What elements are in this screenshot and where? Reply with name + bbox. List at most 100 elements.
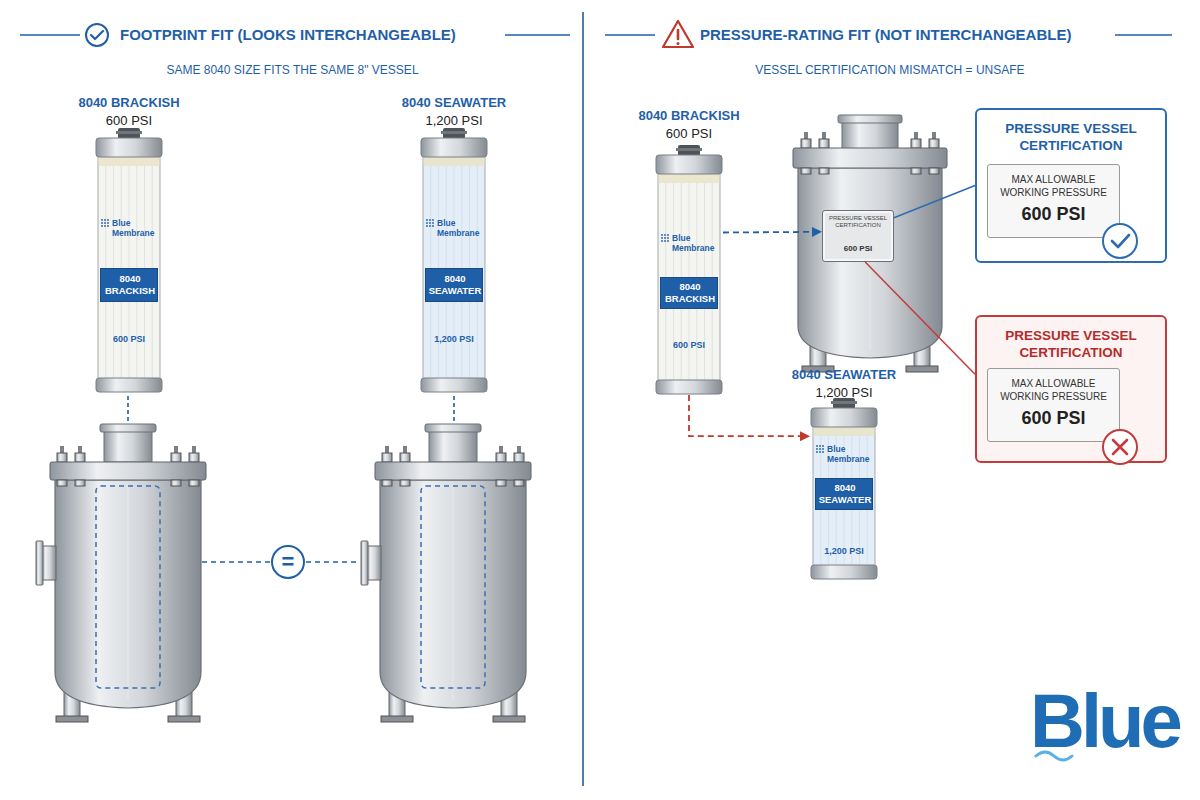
- panel-subtitle: VESSEL CERTIFICATION MISMATCH = UNSAFE: [600, 63, 1180, 77]
- membrane-outline: [426, 219, 428, 221]
- membrane-outline: [676, 148, 702, 151]
- spec-caption: MAX ALLOWABLE WORKING PRESSURE: [988, 173, 1119, 199]
- pressure-heading: 1,200 PSI: [370, 113, 538, 129]
- pressure-rating: 600 PSI: [95, 334, 163, 345]
- pressure-vessel: [870, 270, 871, 350]
- heading-rule: [505, 34, 570, 36]
- pressure-vessel: [906, 366, 938, 372]
- membrane-outline: [667, 234, 669, 236]
- membrane-outline: [816, 445, 818, 447]
- brand-mark: Blue Membrane: [437, 218, 481, 238]
- brand-logo: Blue: [1030, 683, 1179, 759]
- model-heading: 8040 SEAWATER: [760, 367, 928, 383]
- membrane-outline: [101, 222, 103, 224]
- logo-wave: [1036, 752, 1072, 760]
- model-band-text: 8040 SEAWATER: [816, 482, 874, 506]
- pressure-vessel: [929, 168, 939, 174]
- equals-symbol: =: [271, 545, 305, 579]
- pressure-vessel: [56, 716, 88, 722]
- membrane-element: 8040 BRACKISH600 PSIBlue Membrane600 PSI…: [95, 128, 163, 393]
- membrane-outline: [429, 219, 431, 221]
- connector-line: [689, 395, 802, 436]
- warning-icon: [663, 21, 693, 47]
- cross-badge: [1103, 430, 1137, 464]
- model-band-text: 8040 SEAWATER: [426, 273, 484, 297]
- membrane-element: 8040 SEAWATER1,200 PSIBlue Membrane1,200…: [810, 398, 878, 580]
- pressure-vessel: [104, 428, 152, 462]
- membrane-outline: [661, 240, 663, 242]
- leader-line: [894, 186, 975, 218]
- model-heading: 8040 BRACKISH: [45, 95, 213, 111]
- arrow-head: [812, 227, 822, 237]
- membrane-outline: [667, 237, 669, 239]
- pressure-vessel: [36, 424, 206, 722]
- membrane-outline: [819, 448, 821, 450]
- brand-mark: Blue Membrane: [112, 218, 156, 238]
- membrane-outline: [658, 173, 720, 382]
- pressure-vessel: [929, 139, 939, 148]
- membrane-outline: [421, 138, 487, 157]
- membrane-outline: [816, 448, 818, 450]
- membrane-outline: [107, 219, 109, 221]
- membrane-outline: [822, 448, 824, 450]
- membrane-outline: [432, 219, 434, 221]
- pressure-vessel: [128, 484, 129, 700]
- check-badge: [1112, 235, 1129, 247]
- membrane-outline: [656, 380, 722, 394]
- callout-title: PRESSURE VESSEL CERTIFICATION: [977, 327, 1165, 361]
- pressure-vessel: [50, 462, 206, 480]
- model-band: 8040 SEAWATER: [815, 478, 873, 510]
- spec-caption: MAX ALLOWABLE WORKING PRESSURE: [988, 377, 1119, 403]
- leader-line: [865, 262, 975, 374]
- pressure-rating: 1,200 PSI: [810, 546, 878, 557]
- spec-value: 600 PSI: [988, 203, 1119, 225]
- membrane-outline: [101, 219, 103, 221]
- certification-callout: PRESSURE VESSEL CERTIFICATION MAX ALLOWAB…: [975, 315, 1167, 463]
- pressure-vessel: [801, 168, 811, 174]
- pressure-vessel: [842, 120, 898, 150]
- membrane-outline: [664, 234, 666, 236]
- membrane-outline: [95, 128, 163, 393]
- membrane-outline: [96, 138, 162, 157]
- pressure-vessel: [189, 480, 199, 486]
- membrane-outline: [420, 128, 488, 393]
- cross-badge: [1113, 440, 1127, 454]
- pressure-vessel: [793, 115, 947, 372]
- membrane-outline: [432, 222, 434, 224]
- equals-sign: =: [273, 549, 303, 575]
- membrane-outline: [107, 225, 109, 227]
- pressure-vessel: [801, 139, 811, 148]
- pressure-vessel: [911, 139, 921, 148]
- callout-title: PRESSURE VESSEL CERTIFICATION: [977, 120, 1165, 154]
- model-band: 8040 SEAWATER: [425, 268, 483, 302]
- heading-rule: [1115, 34, 1172, 36]
- pressure-vessel: [838, 115, 902, 123]
- model-heading: 8040 SEAWATER: [370, 95, 538, 111]
- membrane-outline: [429, 225, 431, 227]
- connector-line: [865, 262, 975, 374]
- pressure-vessel: [189, 453, 199, 462]
- pressure-vessel: [57, 453, 67, 462]
- membrane-outline: [811, 408, 877, 427]
- pressure-vessel: [171, 480, 181, 486]
- pressure-vessel: [911, 168, 921, 174]
- membrane-outline: [819, 445, 821, 447]
- warning-icon: [677, 42, 680, 45]
- pressure-vessel: [168, 716, 200, 722]
- membrane-outline: [429, 222, 431, 224]
- nameplate-value: 600 PSI: [823, 244, 893, 254]
- pressure-heading: 600 PSI: [605, 126, 773, 142]
- pressure-vessel: [36, 541, 43, 585]
- spec-value: 600 PSI: [988, 407, 1119, 429]
- membrane-outline: [116, 131, 142, 134]
- pressure-vessel: [55, 480, 201, 708]
- fit-guide: [453, 396, 455, 423]
- membrane-outline: [104, 225, 106, 227]
- pressure-rating: 1,200 PSI: [420, 334, 488, 345]
- spec-box: MAX ALLOWABLE WORKING PRESSURE 600 PSI: [987, 368, 1120, 442]
- membrane-outline: [664, 237, 666, 239]
- brand-mark: Blue Membrane: [827, 444, 871, 464]
- pressure-vessel: [57, 480, 67, 486]
- panel-divider: [582, 12, 584, 786]
- equivalence-line: [202, 561, 270, 563]
